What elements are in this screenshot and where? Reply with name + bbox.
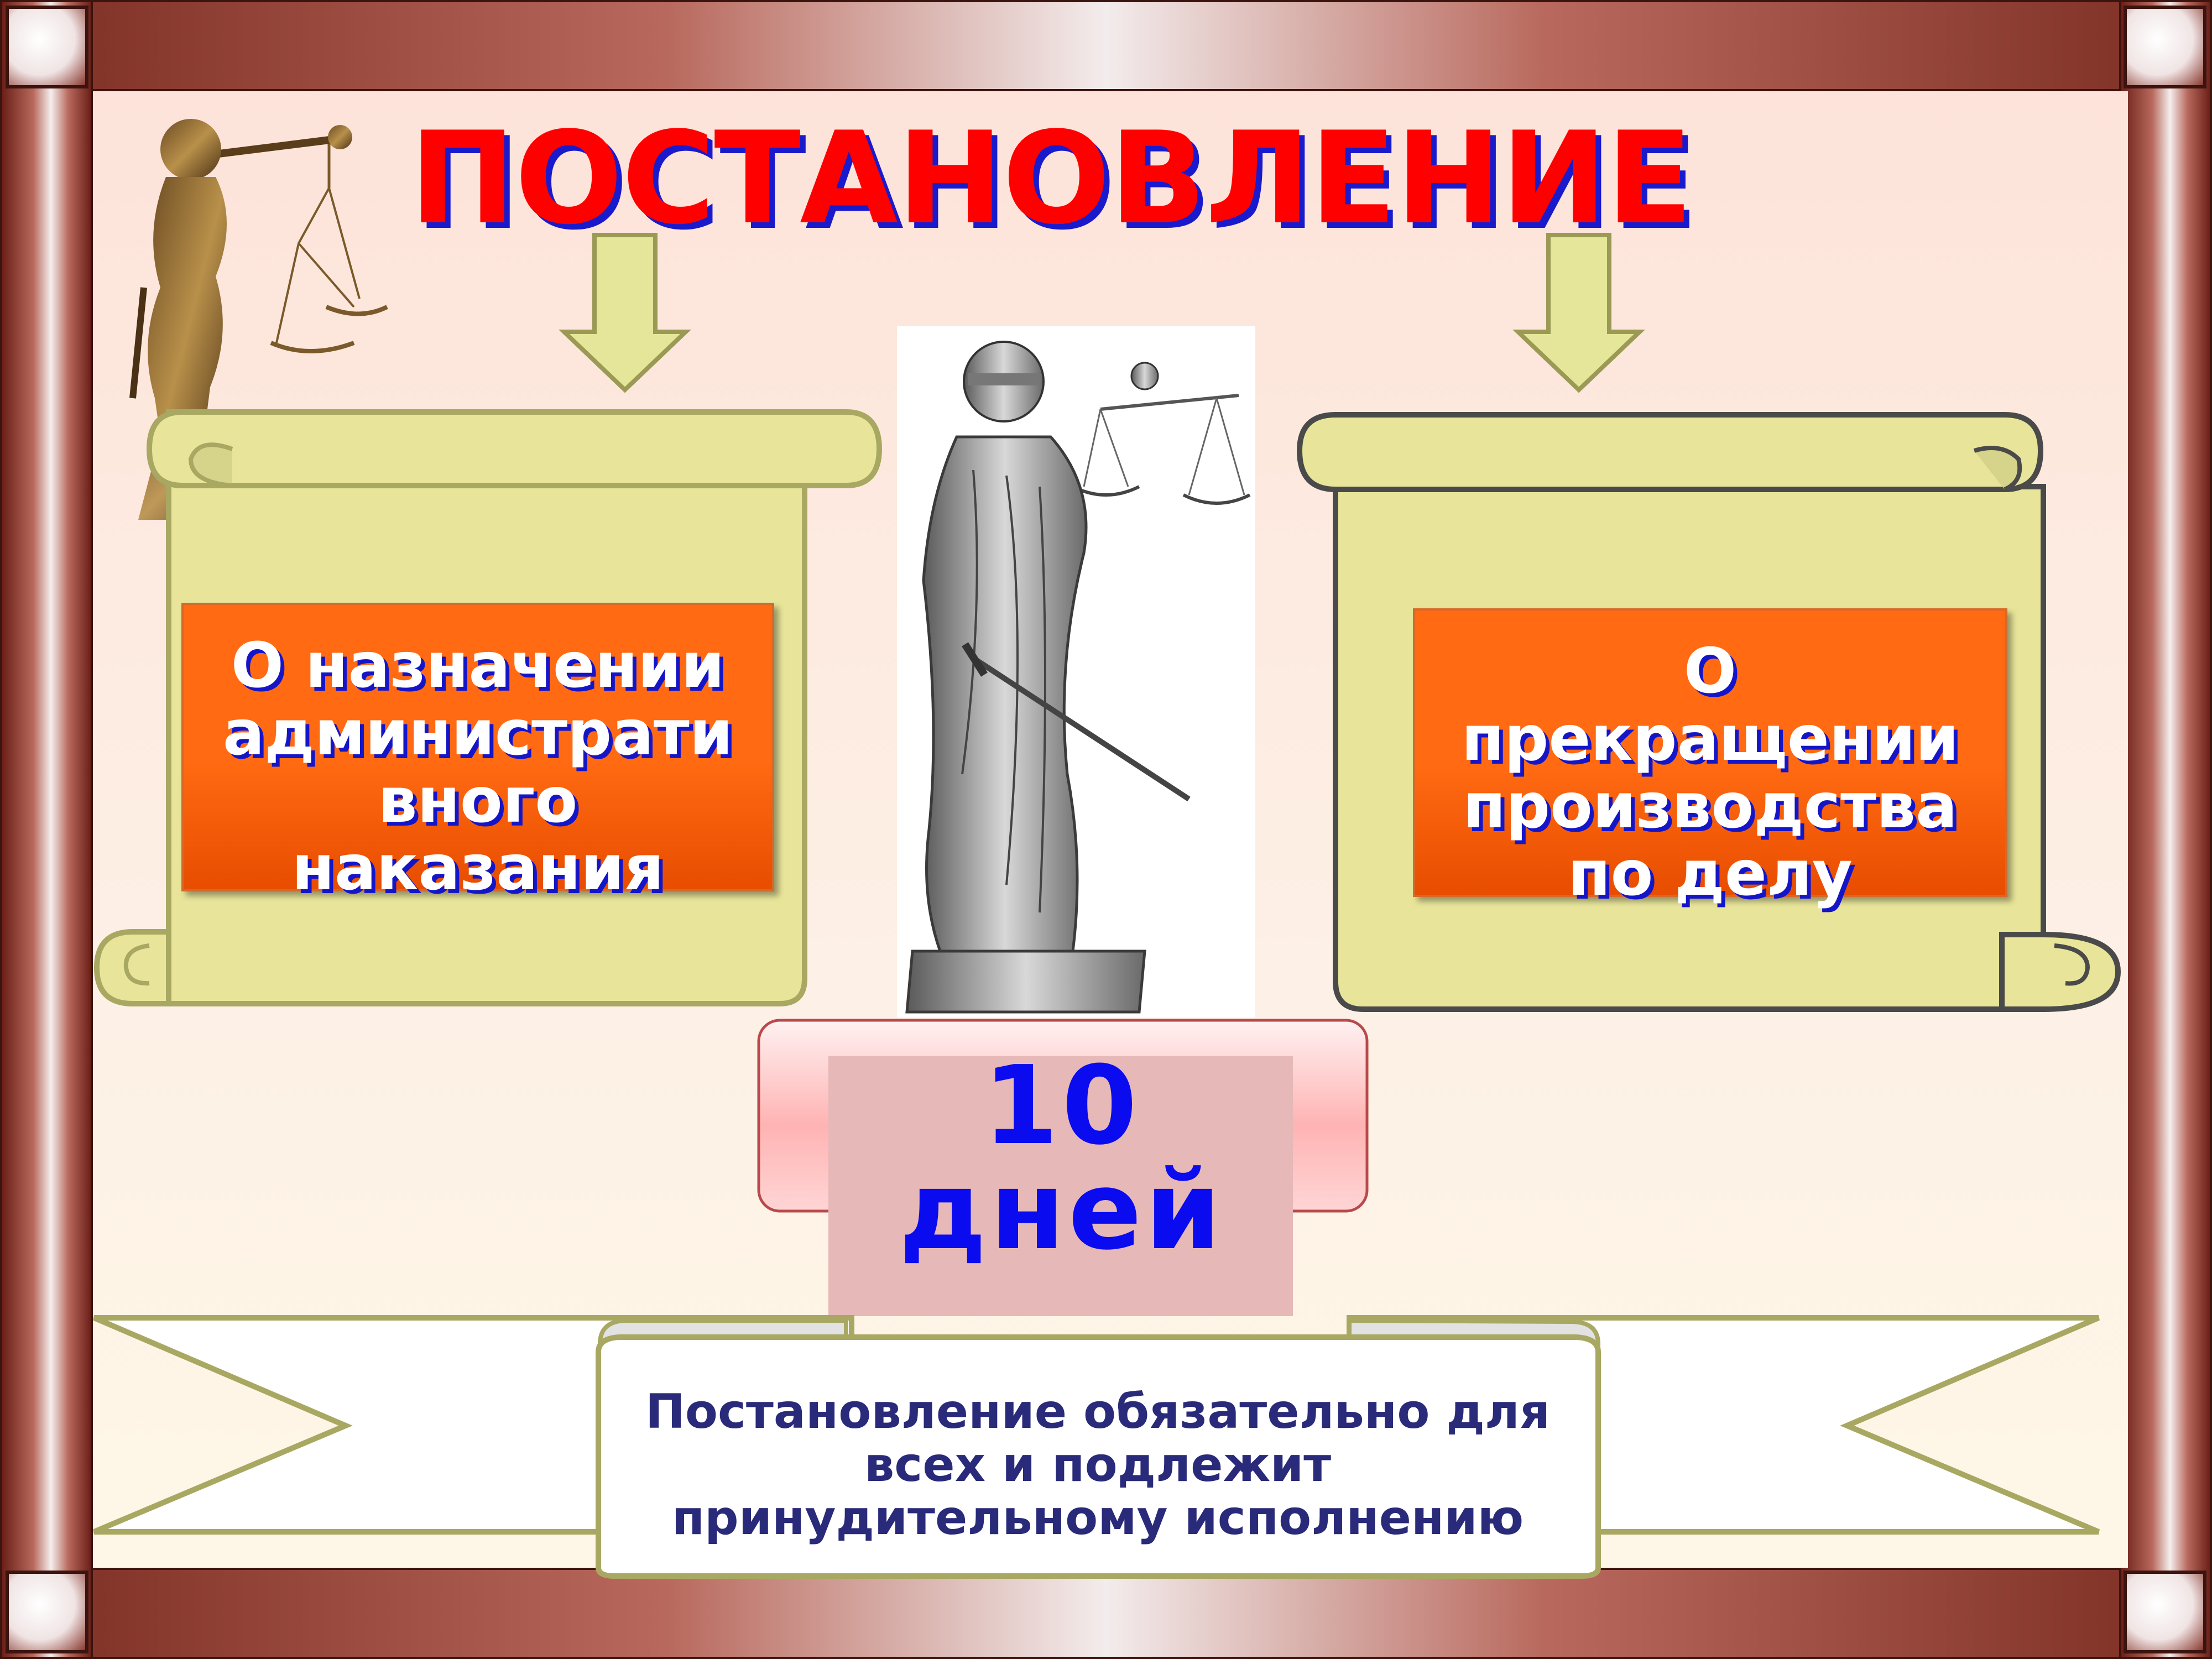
- lady-justice-engraving-icon: [897, 326, 1255, 1018]
- page-title: ПОСТАНОВЛЕНИЕ: [409, 105, 1693, 253]
- frame-bottom: [0, 1568, 2212, 1659]
- down-arrow-icon: [559, 233, 691, 393]
- term-unit: дней: [899, 1148, 1224, 1274]
- bottom-ribbon: [93, 1315, 2100, 1579]
- frame-corner-top-left: [6, 6, 88, 88]
- frame-corner-bottom-right: [2124, 1571, 2206, 1653]
- appointment-label-line: наказания: [291, 832, 664, 904]
- termination-label: О прекращении производства по делу: [1413, 638, 2007, 907]
- frame-corner-bottom-left: [6, 1571, 88, 1653]
- term-label-box: [828, 1056, 1293, 1316]
- ribbon-caption-line: Постановление обязательно для: [645, 1384, 1551, 1439]
- appointment-label: О назначении администрати вного наказани…: [181, 632, 774, 902]
- term-number: 10: [983, 1043, 1141, 1169]
- appointment-box: [181, 603, 774, 891]
- frame-top: [0, 0, 2212, 91]
- appointment-label-line: О назначении: [231, 630, 725, 702]
- appointment-label-line: администрати: [222, 697, 733, 769]
- termination-label-line: производства: [1463, 770, 1958, 842]
- ribbon-caption-line: всех и подлежит: [864, 1437, 1332, 1493]
- ribbon-caption-line: принудительному исполнению: [671, 1490, 1524, 1546]
- termination-label-line: по делу: [1568, 838, 1853, 910]
- ribbon-caption: Постановление обязательно для всех и под…: [600, 1385, 1595, 1545]
- frame-right: [2119, 0, 2212, 1659]
- termination-label-line: О: [1683, 635, 1737, 707]
- frame-left: [0, 0, 93, 1659]
- down-arrow-icon: [1512, 233, 1645, 393]
- termination-label-line: прекращении: [1461, 703, 1959, 775]
- termination-box: [1413, 608, 2007, 897]
- term-label: 10 дней: [827, 1043, 1297, 1274]
- appointment-label-line: вного: [378, 765, 578, 837]
- frame-corner-top-right: [2124, 6, 2206, 88]
